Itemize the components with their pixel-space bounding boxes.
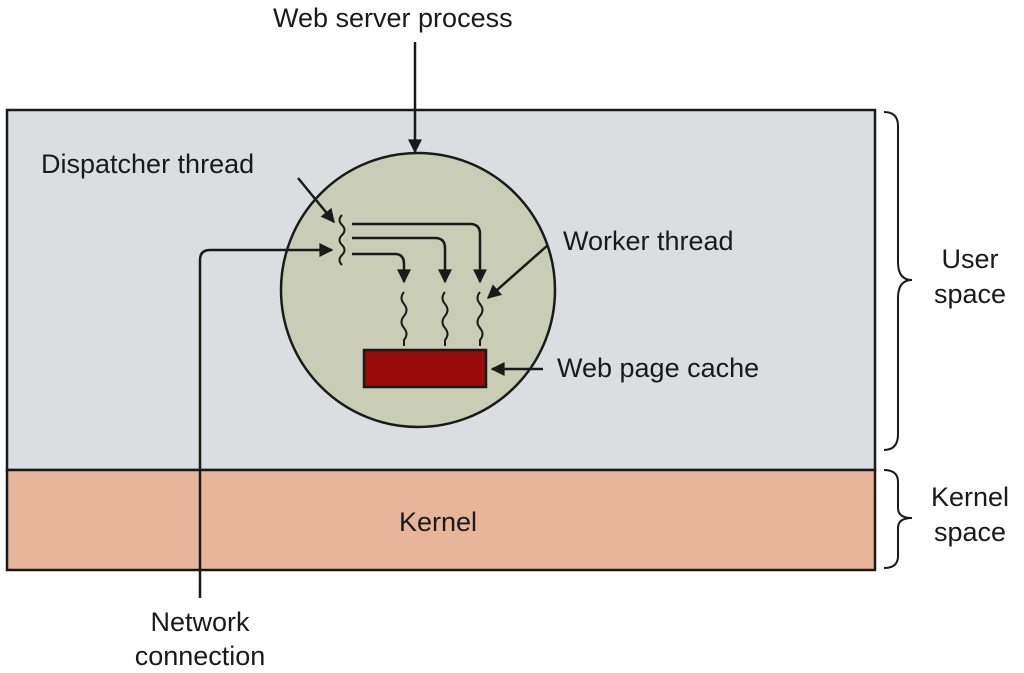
worker-pointer-arrow [486, 244, 549, 299]
user-space-label-line2: space [933, 279, 1007, 309]
dispatcher-thread-label: Dispatcher thread [41, 149, 255, 179]
network-connection-label-line1: Network [150, 607, 250, 637]
dispatcher-pointer-arrow [297, 177, 335, 224]
worker-thread-squiggle-2 [441, 291, 449, 346]
kernel-space-brace [883, 469, 913, 569]
kernel-space-label-line2: space [933, 517, 1007, 547]
dispatcher-thread-squiggle [338, 214, 346, 266]
dispatch-arrow-worker-1 [352, 252, 411, 284]
kernel-label: Kernel [398, 507, 478, 537]
web-server-process-label: Web server process [273, 3, 513, 33]
worker-thread-label: Worker thread [563, 226, 734, 256]
worker-thread-squiggle-1 [400, 291, 408, 346]
dispatch-arrow-worker-3 [352, 222, 487, 284]
dispatch-arrow-worker-2 [352, 236, 452, 284]
user-space-label-line1: User [941, 244, 999, 274]
kernel-space-label-line1: Kernel [930, 482, 1010, 512]
web-page-cache-label: Web page cache [557, 353, 760, 383]
worker-thread-squiggle-3 [476, 291, 484, 346]
web-page-cache-box [362, 348, 488, 389]
network-connection-line [198, 243, 334, 598]
kernel-box [5, 468, 877, 572]
user-space-brace [883, 111, 913, 451]
network-connection-label-line2: connection [134, 641, 266, 671]
